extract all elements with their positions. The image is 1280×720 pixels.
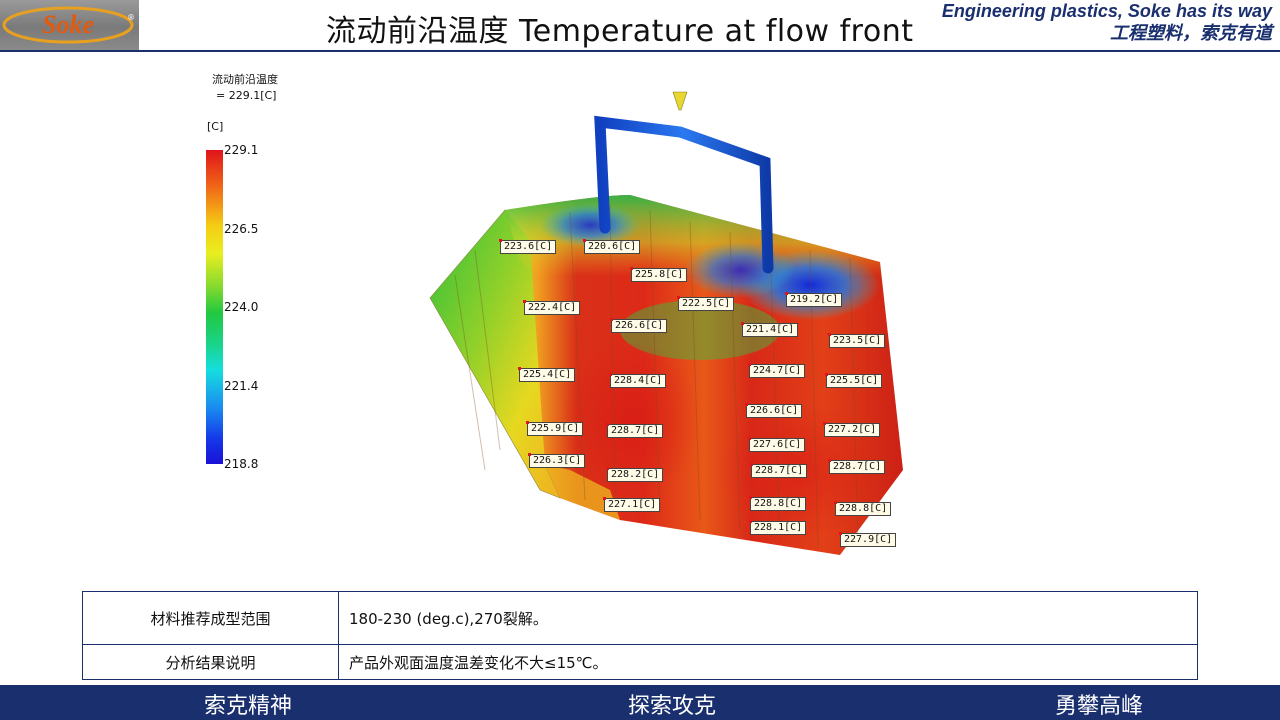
legend-tick: 221.4 <box>224 379 259 393</box>
probe-label: 228.4[C] <box>608 373 667 388</box>
slogan: Engineering plastics, Soke has its way 工… <box>942 0 1272 44</box>
info-table: 材料推荐成型范围 180-230 (deg.c),270裂解。 分析结果说明 产… <box>82 591 1198 680</box>
probe-label: 220.6[C] <box>582 239 641 254</box>
table-key: 分析结果说明 <box>82 644 339 680</box>
probe-label: 228.2[C] <box>605 467 664 482</box>
probe-label: 227.2[C] <box>822 422 881 437</box>
footer-bar: 索克精神 探索攻克 勇攀高峰 <box>0 685 1280 720</box>
probe-label: 219.2[C] <box>784 292 843 307</box>
probe-label: 227.9[C] <box>838 532 897 547</box>
probe-label: 224.7[C] <box>747 363 806 378</box>
table-value: 180-230 (deg.c),270裂解。 <box>338 591 1198 645</box>
page-title: 流动前沿温度 Temperature at flow front <box>326 14 914 49</box>
probe-label: 222.4[C] <box>522 300 581 315</box>
probe-label: 223.6[C] <box>498 239 557 254</box>
legend-unit: [C] <box>207 120 224 133</box>
legend-result-name: 流动前沿温度 <box>212 73 278 86</box>
probe-label: 222.5[C] <box>676 296 735 311</box>
probe-label: 225.4[C] <box>517 367 576 382</box>
probe-label: 226.6[C] <box>744 403 803 418</box>
legend-tick: 224.0 <box>224 300 259 314</box>
probe-label: 227.6[C] <box>747 437 806 452</box>
probe-label: 225.9[C] <box>525 421 584 436</box>
table-row: 材料推荐成型范围 180-230 (deg.c),270裂解。 <box>82 591 1198 645</box>
company-logo: Soke ® <box>0 0 139 50</box>
probe-label: 228.8[C] <box>748 496 807 511</box>
probe-label: 228.7[C] <box>605 423 664 438</box>
color-scale-bar <box>206 150 223 464</box>
footer-motto-right: 勇攀高峰 <box>1055 694 1144 719</box>
legend-tick: 226.5 <box>224 222 259 236</box>
probe-label: 228.8[C] <box>833 501 892 516</box>
slogan-english: Engineering plastics, Soke has its way <box>941 1 1272 21</box>
table-key: 材料推荐成型范围 <box>82 591 339 645</box>
svg-text:®: ® <box>127 13 135 22</box>
slogan-chinese: 工程塑料，索克有道 <box>1110 23 1272 43</box>
probe-label: 225.5[C] <box>824 373 883 388</box>
legend-tick-min: 218.8 <box>224 457 259 471</box>
logo-wordmark: Soke <box>42 10 94 39</box>
probe-label: 225.8[C] <box>629 267 688 282</box>
probe-label: 226.3[C] <box>527 453 586 468</box>
legend-result-max: = 229.1[C] <box>216 89 277 102</box>
header-divider <box>0 50 1280 52</box>
probe-label: 227.1[C] <box>602 497 661 512</box>
probe-label: 228.7[C] <box>749 463 808 478</box>
table-row: 分析结果说明 产品外观面温度温差变化不大≤15℃。 <box>82 644 1198 680</box>
footer-motto-left: 索克精神 <box>204 694 293 719</box>
probe-label: 221.4[C] <box>740 322 799 337</box>
legend-tick-max: 229.1 <box>224 143 259 157</box>
probe-label: 228.7[C] <box>827 459 886 474</box>
table-value: 产品外观面温度温差变化不大≤15℃。 <box>338 644 1198 680</box>
probe-label: 223.5[C] <box>827 333 886 348</box>
probe-label: 228.1[C] <box>748 520 807 535</box>
probe-label: 226.6[C] <box>609 318 668 333</box>
footer-motto-center: 探索攻克 <box>628 694 717 719</box>
